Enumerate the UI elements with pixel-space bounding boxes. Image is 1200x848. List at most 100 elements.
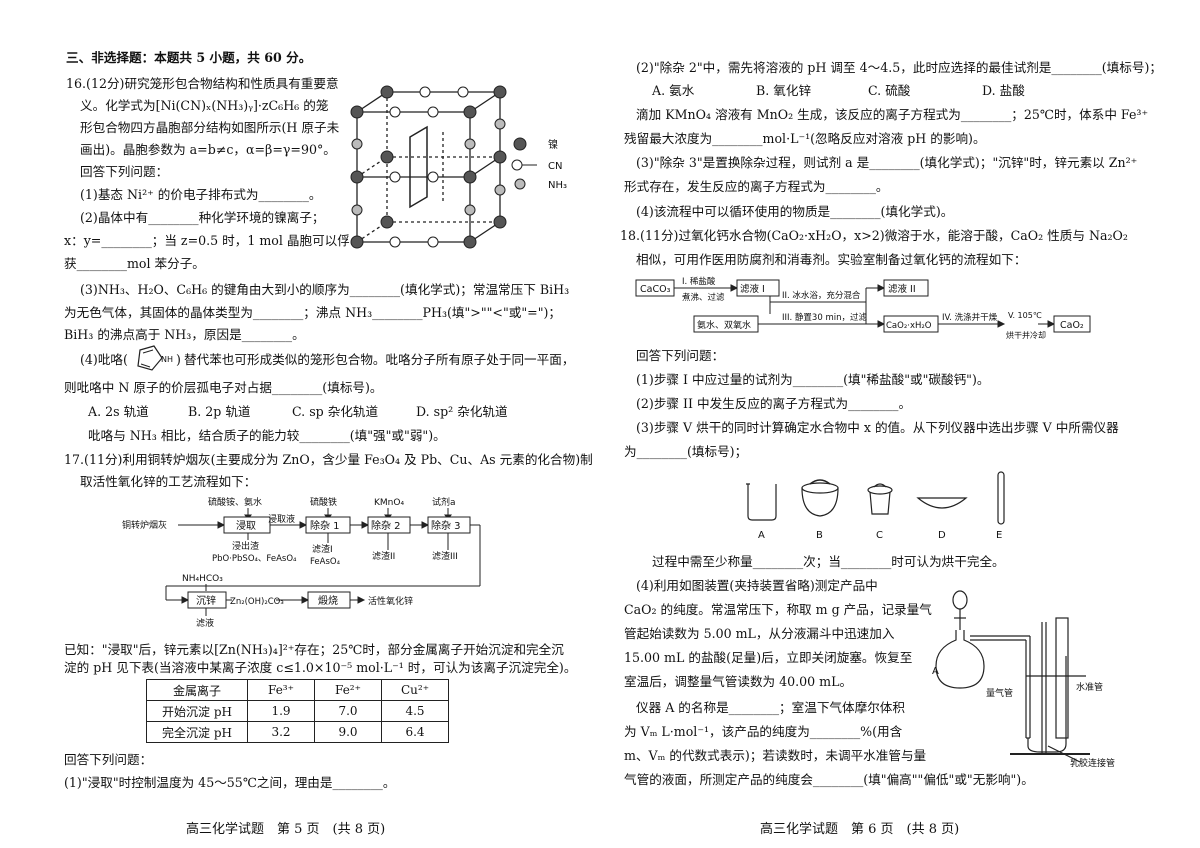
q18-line: 仪器 A 的名称是________；室温下气体摩尔体积 [636, 700, 905, 715]
flow18-box-filtrate-1: 滤液 I [740, 283, 765, 295]
table-cell: 7.0 [314, 700, 382, 722]
q16-line: 获________mol 苯分子。 [64, 256, 205, 271]
q18-line: 18.(11分)过氧化钙水合物(CaO₂·xH₂O，x>2)微溶于水，能溶于酸，… [620, 228, 1128, 243]
q17-line: 已知："浸取"后，锌元素以[Zn(NH₃)₄]²⁺存在；25℃时，部分金属离子开… [64, 642, 564, 657]
flow-reagent-5: NH₄HCO₃ [182, 574, 223, 584]
q18-line: (3)步骤 V 烘干的同时计算确定水合物中 x 的值。从下列仪器中选出步骤 V … [636, 420, 1119, 435]
table-cell: 6.4 [381, 721, 449, 743]
flow-box-zinc: 沉锌 [196, 594, 216, 607]
cage-structure-diagram: 镍 CN NH₃ [350, 85, 567, 249]
legend-ni: 镍 [548, 138, 558, 151]
flow-reagent-1: 硫酸铵、氨水 [208, 496, 262, 508]
instrument-label-a: A [758, 530, 765, 541]
flow18-box-caco3: CaCO₃ [640, 284, 671, 295]
q18-line: 气管的液面，所测定产品的纯度会________(填"偏高""偏低"或"无影响")… [624, 772, 1034, 787]
flow18-step-3: III. 静置30 min，过滤 [782, 312, 867, 323]
q18-line: 室温后，调整量气管读数为 40.00 mL。 [624, 674, 853, 689]
left-page: 三、非选择题：本题共 5 小题，共 60 分。 16.(12分)研究笼形包合物结… [64, 50, 593, 837]
q16-pyrrole-prefix: (4)吡咯( [80, 352, 128, 367]
q16-line: (2)晶体中有________种化学环境的镍离子； [80, 210, 325, 225]
instrument-label-e: E [996, 530, 1002, 541]
q17-option: A. 氨水 [652, 83, 695, 98]
q17-line: (4)该流程中可以循环使用的物质是________(填化学式)。 [636, 204, 954, 219]
apparatus-gas-tube: 量气管 [986, 687, 1013, 699]
table-row: 金属离子 Fe³⁺ Fe²⁺ Cu²⁺ [146, 679, 449, 701]
pyrrole-nh-label: NH [161, 355, 173, 364]
q18-line: (2)步骤 II 中发生反应的离子方程式为________。 [636, 396, 912, 411]
instrument-label-c: C [876, 530, 883, 541]
flow18-step-2: II. 冰水浴，充分混合 [782, 290, 861, 301]
table-header: Fe²⁺ [314, 679, 382, 701]
flow18-box-product: CaO₂·xH₂O [886, 321, 932, 331]
q17-line: 残留最大浓度为________mol·L⁻¹(忽略反应对溶液 pH 的影响)。 [624, 131, 986, 146]
q16-line: 画出)。晶胞参数为 a=b≠c，α=β=γ=90°。 [80, 142, 336, 157]
pyrrole-structure: NH [137, 345, 173, 371]
flow-box-calcine: 煅烧 [318, 594, 338, 607]
flow-box-purify-2: 除杂 2 [371, 519, 401, 532]
flow-residue-3: 滤渣II [372, 550, 395, 562]
q16-option: D. sp² 杂化轨道 [416, 404, 508, 419]
q17-option: B. 氧化锌 [756, 83, 812, 98]
right-page: (2)"除杂 2"中，需先将溶液的 pH 调至 4～4.5，此时应选择的最佳试剂… [600, 0, 1200, 848]
table-cell: 开始沉淀 pH [146, 700, 248, 722]
flow-box-purify-1: 除杂 1 [310, 519, 340, 532]
flow-box-leach: 浸取 [236, 520, 256, 532]
q18-line: (1)步骤 I 中应过量的试剂为________(填"稀盐酸"或"碳酸钙")。 [636, 372, 990, 387]
flow-residue-4: 滤渣III [432, 550, 458, 562]
flow-start: 铜转炉烟灰 [122, 519, 167, 531]
q17-line: (2)"除杂 2"中，需先将溶液的 pH 调至 4～4.5，此时应选择的最佳试剂… [636, 60, 1162, 75]
flow-reagent-4: 试剂a [432, 496, 456, 508]
q18-line: CaO₂ 的纯度。常温常压下，称取 m g 产品，记录量气 [624, 602, 932, 617]
q17-line: 17.(11分)利用铜转炉烟灰(主要成分为 ZnO，含少量 Fe₃O₄ 及 Pb… [64, 452, 593, 467]
flow-residue-1-comp: PbO·PbSO₄、FeAsO₄ [212, 554, 297, 564]
apparatus-rubber-tube: 乳胶连接管 [1070, 757, 1115, 768]
q18-line: 15.00 mL 的盐酸(足量)后，立即关闭旋塞。恢复至 [624, 650, 913, 665]
flow-leachate: 浸取液 [268, 513, 295, 525]
flow18-step-1-note: 煮沸、过滤 [682, 292, 725, 303]
q17-flow-diagram: 硫酸铵、氨水 硫酸铁 KMnO₄ 试剂a 铜转炉烟灰 浸取 浸取液 除杂 1 除… [122, 496, 481, 629]
table-cell: 1.9 [247, 700, 315, 722]
q18-line: m、Vₘ 的代数式表示)；若读数时，未调平水准管与量 [624, 748, 927, 763]
q18-line: 回答下列问题： [636, 348, 725, 363]
flow18-step-5: V. 105℃ [1008, 311, 1042, 320]
q18-line: 为 Vₘ L·mol⁻¹，该产品的纯度为________%(用含 [624, 724, 903, 739]
table-header: Cu²⁺ [381, 679, 449, 701]
table-cell: 4.5 [381, 700, 449, 722]
table-cell: 3.2 [247, 721, 315, 743]
apparatus-label-a: A [932, 666, 939, 677]
q17-line: (1)"浸取"时控制温度为 45～55℃之间，理由是________。 [64, 775, 396, 790]
flow-product-1: Zn₂(OH)₂CO₃ [230, 597, 284, 607]
table-row: 完全沉淀 pH 3.2 9.0 6.4 [146, 721, 449, 743]
q16-line: 16.(12分)研究笼形包合物结构和性质具有重要意 [66, 76, 339, 91]
flow18-box-filtrate-2: 滤液 II [888, 283, 916, 295]
q18-line: (4)利用如图装置(夹持装置省略)测定产品中 [636, 578, 878, 593]
q17-line: 滴加 KMnO₄ 溶液有 MnO₂ 生成，该反应的离子方程式为________；… [636, 107, 1149, 122]
flow-residue-1: 浸出渣 [232, 540, 259, 552]
q16-line: 形包合物四方晶胞部分结构如图所示(H 原子未 [80, 120, 340, 135]
flow-residue-2-comp: FeAsO₄ [310, 557, 341, 567]
table-row: 开始沉淀 pH 1.9 7.0 4.5 [146, 700, 449, 722]
q18-line: 相似，可用作医用防腐剂和消毒剂。实验室制备过氧化钙的流程如下： [636, 252, 1027, 267]
q16-line: 为无色气体，其固体的晶体类型为________；沸点 NH₃________PH… [64, 305, 562, 320]
flow18-step-4: IV. 洗涤并干燥 [942, 312, 998, 323]
q16-line: 则吡咯中 N 原子的价层孤电子对占据________(填标号)。 [64, 380, 383, 395]
q16-option: A. 2s 轨道 [88, 404, 149, 419]
instrument-label-d: D [938, 530, 946, 541]
q18-flow-diagram: CaCO₃ I. 稀盐酸 煮沸、过滤 滤液 I II. 冰水浴，充分混合 滤液 … [635, 276, 1091, 340]
q17-option: D. 盐酸 [982, 83, 1025, 98]
legend-cn: CN [548, 161, 562, 172]
flow-filtrate: 滤液 [196, 617, 214, 629]
q16-line: BiH₃ 的沸点高于 NH₃，原因是________。 [64, 327, 305, 342]
q17-line: 淀的 pH 见下表(当溶液中某离子浓度 c≤1.0×10⁻⁵ mol·L⁻¹ 时… [64, 660, 577, 675]
q16-line: 替代苯也可形成类似的笼形包合物。吡咯分子所有原子处于同一平面， [184, 352, 575, 367]
flow-product-2: 活性氧化锌 [368, 595, 413, 607]
q16-line: 义。化学式为[Ni(CN)ₓ(NH₃)ᵧ]·zC₆H₆ 的笼 [80, 98, 329, 113]
q17-line: (3)"除杂 3"是置换除杂过程，则试剂 a 是________(填化学式)；"… [636, 155, 1138, 170]
page-footer: 高三化学试题 第 6 页 (共 8 页) [760, 822, 960, 837]
q17-line: 取活性氧化锌的工艺流程如下： [80, 474, 257, 489]
q18-line: 管起始读数为 5.00 mL，从分液漏斗中迅速加入 [624, 626, 895, 641]
q16-pyrrole-suffix: ) [176, 352, 181, 367]
flow18-box-reagents: 氨水、双氧水 [697, 319, 751, 331]
table-cell: 9.0 [314, 721, 382, 743]
flow18-step-1: I. 稀盐酸 [682, 276, 716, 287]
